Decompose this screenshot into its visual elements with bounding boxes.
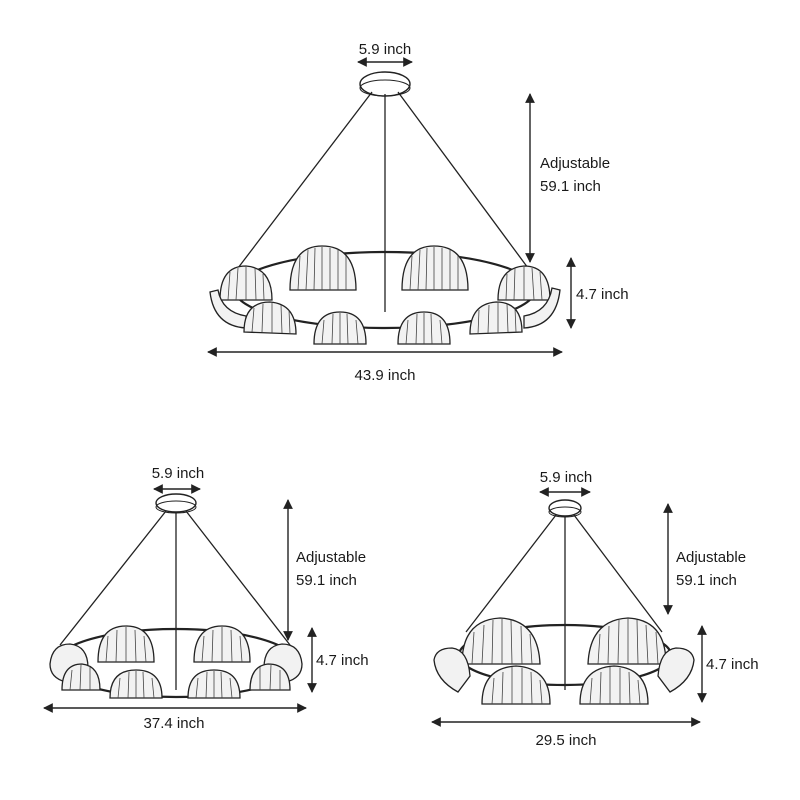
canopy bbox=[359, 71, 411, 97]
drop-label-line1: Adjustable bbox=[540, 155, 610, 172]
overall-width-label: 43.9 inch bbox=[355, 367, 416, 384]
shade bbox=[313, 311, 367, 345]
drop-label-line1: Adjustable bbox=[676, 549, 746, 566]
drop-label-line2: 59.1 inch bbox=[676, 572, 737, 589]
shade bbox=[289, 245, 357, 291]
chandelier-large: 5.9 inch Adjustable 59.1 inch 4.7 inch 4… bbox=[207, 41, 629, 384]
shade bbox=[193, 625, 251, 663]
shade bbox=[397, 311, 451, 345]
overall-width-label: 29.5 inch bbox=[536, 732, 597, 749]
suspension-wire bbox=[573, 514, 663, 633]
shade bbox=[461, 617, 541, 665]
shade bbox=[187, 669, 241, 699]
suspension-wire bbox=[397, 91, 529, 269]
shade bbox=[97, 625, 155, 663]
chandelier-small: 5.9 inch Adjustable 59.1 inch 4.7 inch 2… bbox=[431, 469, 759, 749]
shade bbox=[587, 617, 667, 665]
shade bbox=[497, 265, 551, 301]
shade bbox=[469, 301, 523, 335]
shade bbox=[61, 663, 101, 691]
ring-height-label: 4.7 inch bbox=[316, 652, 369, 669]
shade bbox=[219, 265, 273, 301]
canopy-width-label: 5.9 inch bbox=[359, 41, 412, 58]
drop-label-line2: 59.1 inch bbox=[296, 572, 357, 589]
ring-height-label: 4.7 inch bbox=[576, 286, 629, 303]
chandelier-medium: 5.9 inch Adjustable 59.1 inch 4.7 inch 3… bbox=[43, 465, 369, 732]
shade bbox=[249, 663, 291, 691]
drop-label-line1: Adjustable bbox=[296, 549, 366, 566]
canopy-width-label: 5.9 inch bbox=[152, 465, 205, 482]
shade bbox=[657, 647, 695, 693]
shade bbox=[579, 665, 649, 705]
drop-label-line2: 59.1 inch bbox=[540, 178, 601, 195]
shade bbox=[523, 287, 561, 329]
shade bbox=[481, 665, 551, 705]
shade bbox=[109, 669, 163, 699]
shade bbox=[401, 245, 469, 291]
ring-height-label: 4.7 inch bbox=[706, 656, 759, 673]
shade bbox=[243, 301, 297, 335]
suspension-wire bbox=[59, 510, 167, 646]
overall-width-label: 37.4 inch bbox=[144, 715, 205, 732]
suspension-wire bbox=[185, 510, 291, 646]
suspension-wire bbox=[237, 91, 373, 269]
suspension-wire bbox=[465, 514, 557, 633]
canopy-width-label: 5.9 inch bbox=[540, 469, 593, 486]
shade bbox=[433, 647, 471, 693]
